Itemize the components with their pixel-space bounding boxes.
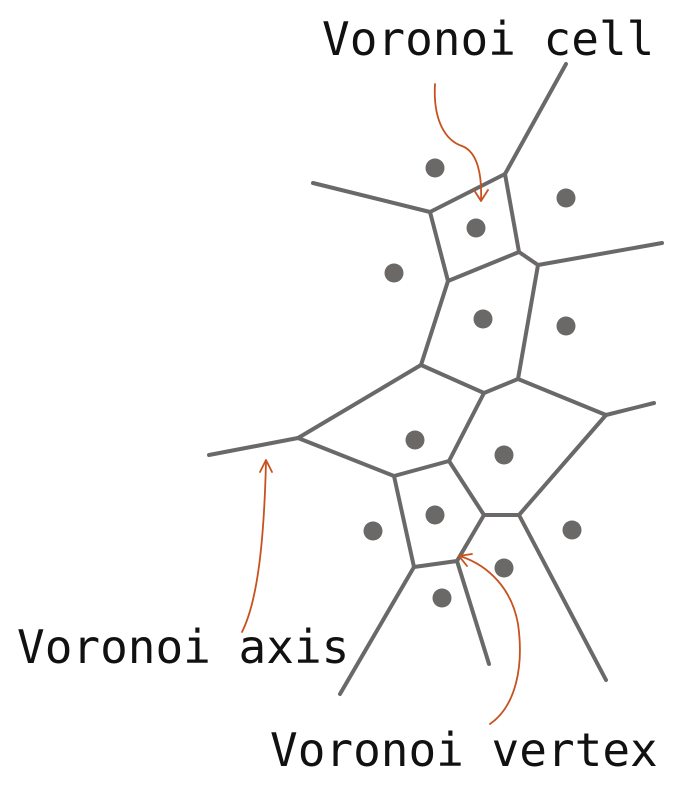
voronoi-site: [556, 316, 576, 336]
voronoi-edge: [517, 250, 540, 267]
voronoi-edge: [428, 172, 507, 214]
voronoi-edge: [503, 172, 521, 254]
voronoi-edge: [455, 559, 491, 666]
voronoi-site: [562, 520, 582, 540]
voronoi-edge: [338, 565, 416, 696]
voronoi-edge: [296, 436, 396, 478]
axis-annotation-arrow: [241, 459, 273, 633]
voronoi-cell-label: Voronoi cell: [322, 12, 654, 66]
voronoi-edge: [419, 279, 450, 367]
voronoi-edge: [446, 250, 521, 283]
voronoi-edge: [311, 181, 432, 214]
voronoi-site: [405, 430, 425, 450]
voronoi-edge: [516, 377, 608, 417]
voronoi-edge: [207, 436, 300, 457]
voronoi-edge: [419, 363, 486, 395]
voronoi-edge: [516, 263, 540, 381]
voronoi-site: [473, 309, 493, 329]
voronoi-edges: [207, 62, 664, 696]
voronoi-edge: [392, 474, 416, 569]
voronoi-edge: [296, 363, 423, 440]
annotation-arrows: [241, 83, 521, 725]
voronoi-site: [432, 588, 452, 608]
cell-annotation-arrow: [433, 83, 489, 202]
voronoi-edge: [412, 559, 459, 569]
voronoi-site: [363, 521, 383, 541]
voronoi-edge: [428, 210, 450, 283]
voronoi-edge: [536, 241, 664, 267]
voronoi-site: [425, 505, 445, 525]
voronoi-edge: [482, 377, 520, 395]
voronoi-edge: [455, 513, 486, 563]
voronoi-edge: [503, 62, 568, 176]
vertex-annotation-arrow: [458, 553, 521, 725]
voronoi-edge: [517, 413, 608, 517]
voronoi-edge: [447, 459, 486, 517]
voronoi-site: [384, 263, 404, 283]
voronoi-edge: [604, 401, 656, 417]
voronoi-edge: [392, 459, 451, 478]
voronoi-vertex-label: Voronoi vertex: [270, 723, 658, 777]
voronoi-site: [466, 218, 486, 238]
voronoi-edge: [517, 513, 608, 682]
voronoi-site: [556, 188, 576, 208]
voronoi-sites: [363, 158, 582, 608]
voronoi-site: [494, 558, 514, 578]
voronoi-site: [425, 158, 445, 178]
voronoi-axis-label: Voronoi axis: [17, 620, 349, 674]
voronoi-site: [494, 445, 514, 465]
voronoi-edge: [447, 391, 486, 463]
